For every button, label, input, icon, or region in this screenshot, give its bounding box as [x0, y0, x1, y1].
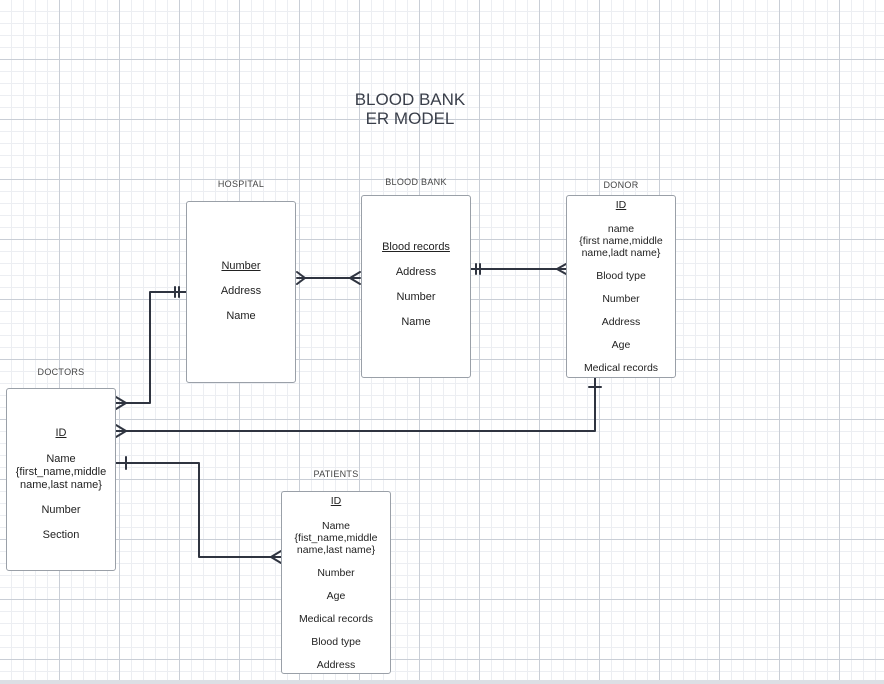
diagram-title-line1: BLOOD BANK	[354, 90, 466, 109]
donor-attr-id: ID	[615, 199, 627, 211]
doctors-attr-number: Number	[41, 504, 81, 516]
hospital-entity[interactable]: Number Address Name	[186, 201, 296, 383]
donor-entity-label: DONOR	[603, 180, 639, 190]
hospital-attr-address: Address	[220, 285, 262, 297]
donor-entity[interactable]: ID name {first name,middle name,ladt nam…	[566, 195, 676, 378]
doctors-attr-id: ID	[55, 427, 67, 439]
donor-attr-age: Age	[611, 339, 631, 351]
donor-attr-medical-records: Medical records	[583, 362, 659, 374]
rel-donor-end-many	[556, 263, 567, 275]
donor-attr-number: Number	[602, 293, 640, 305]
rel-doctors-patients-line	[115, 462, 282, 558]
donor-attr-name-composite-2: name,ladt name}	[581, 247, 661, 259]
bloodbank-attr-name: Name	[401, 316, 431, 328]
donor-attr-blood-type: Blood type	[596, 270, 646, 282]
rel-doctors-hospital-line	[115, 291, 187, 404]
donor-attr-address: Address	[601, 316, 641, 328]
rel-doctors-end-many-2	[115, 424, 127, 438]
patients-entity-label: PATIENTS	[313, 469, 359, 479]
patients-attr-name-composite-2: name,last name}	[296, 544, 376, 556]
bloodbank-attr-number: Number	[396, 291, 436, 303]
doctors-entity-label: DOCTORS	[37, 367, 85, 377]
patients-attr-medical-records: Medical records	[298, 613, 374, 625]
doctors-attr-section: Section	[42, 529, 80, 541]
doctors-attr-name: Name	[46, 453, 76, 465]
patients-attr-number: Number	[317, 567, 355, 579]
patients-attr-blood-type: Blood type	[311, 636, 361, 648]
rel-bloodbank-end-one-only	[475, 263, 481, 275]
bloodbank-attr-blood-records: Blood records	[382, 241, 450, 253]
bloodbank-attr-address: Address	[395, 266, 437, 278]
patients-attr-name-composite-1: {fist_name,middle	[294, 532, 378, 544]
hospital-entity-label: HOSPITAL	[217, 179, 265, 189]
hospital-attr-number: Number	[221, 260, 261, 272]
rel-hospital-end-many	[296, 271, 306, 285]
patients-attr-age: Age	[326, 590, 346, 602]
rel-doctors-donor-line	[115, 377, 596, 432]
doctors-entity[interactable]: ID Name {first_name,middle name,last nam…	[6, 388, 116, 571]
rel-patients-end-many	[270, 550, 282, 564]
rel-hospital-end-one-only	[174, 286, 180, 298]
patients-attr-name: Name	[321, 520, 350, 532]
patients-attr-id: ID	[330, 495, 342, 507]
diagram-title: BLOOD BANK ER MODEL	[330, 90, 490, 128]
bloodbank-entity[interactable]: Blood records Address Number Name	[361, 195, 471, 378]
canvas-bottom-edge	[0, 680, 884, 684]
diagram-title-line2: ER MODEL	[365, 109, 455, 128]
patients-attr-address: Address	[316, 659, 356, 671]
donor-attr-name: name	[607, 223, 635, 235]
patients-entity[interactable]: ID Name {fist_name,middle name,last name…	[281, 491, 391, 674]
hospital-attr-name: Name	[226, 310, 256, 322]
rel-doctors-end-many-1	[115, 396, 127, 410]
bloodbank-entity-label: BLOOD BANK	[385, 177, 447, 187]
doctors-attr-name-composite-2: name,last name}	[20, 479, 102, 491]
doctors-attr-name-composite-1: {first_name,middle	[15, 466, 107, 478]
rel-bloodbank-end-many	[349, 271, 361, 285]
donor-attr-name-composite-1: {first name,middle	[579, 235, 663, 247]
